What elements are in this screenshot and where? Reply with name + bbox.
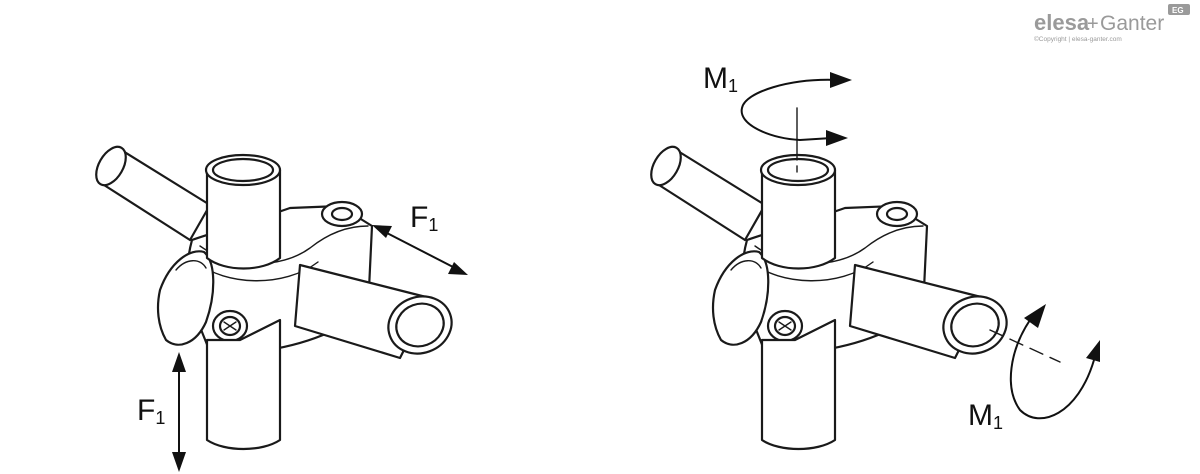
left-clamp-figure: F1 F1 — [89, 140, 468, 472]
moment-axis-horizontal — [989, 329, 1061, 363]
logo-badge — [1168, 4, 1190, 15]
force-arrow-vertical — [172, 352, 186, 472]
tube-clamp-drawing-right — [644, 140, 1016, 451]
logo-badge-text: EG — [1172, 6, 1184, 15]
force-label-f1-horizontal: F1 — [410, 201, 438, 235]
logo-brand-ganter: Ganter — [1100, 12, 1164, 35]
moment-arrow-vertical — [740, 72, 852, 146]
moment-label-m1-horizontal: M1 — [968, 399, 1003, 433]
moment-label-m1-vertical: M1 — [703, 62, 738, 96]
right-clamp-figure: M1 M1 — [644, 62, 1100, 451]
force-label-f1-vertical: F1 — [137, 394, 165, 428]
logo-copyright: ©Copyright | elesa-ganter.com — [1034, 35, 1122, 43]
elesa-ganter-logo: elesa + Ganter EG ©Copyright | elesa-gan… — [1034, 4, 1190, 43]
force-arrow-horizontal — [372, 225, 468, 275]
moment-arrow-horizontal — [1009, 304, 1100, 420]
logo-brand-elesa: elesa — [1034, 10, 1090, 35]
logo-plus: + — [1087, 13, 1099, 35]
